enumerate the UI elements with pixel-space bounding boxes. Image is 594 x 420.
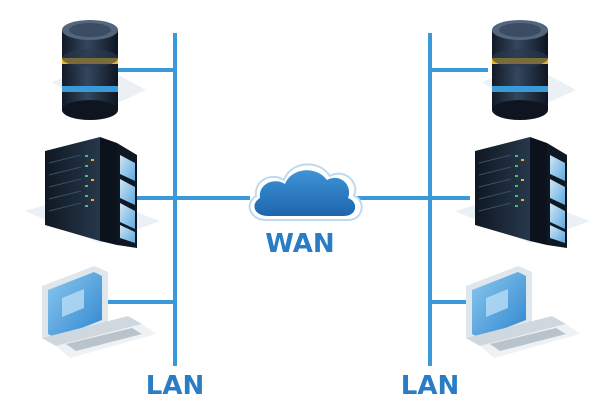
connection-lines — [108, 33, 488, 366]
database-icon — [482, 20, 576, 120]
cloud-icon — [248, 163, 363, 221]
database-icon — [52, 20, 146, 120]
laptop-icon — [466, 266, 580, 358]
server-rack-icon — [455, 137, 590, 248]
server-rack-icon — [25, 137, 160, 248]
left-lan-label: LAN — [146, 371, 204, 401]
wan-label: WAN — [265, 229, 334, 259]
laptop-icon — [42, 266, 156, 358]
right-lan-label: LAN — [401, 371, 459, 401]
